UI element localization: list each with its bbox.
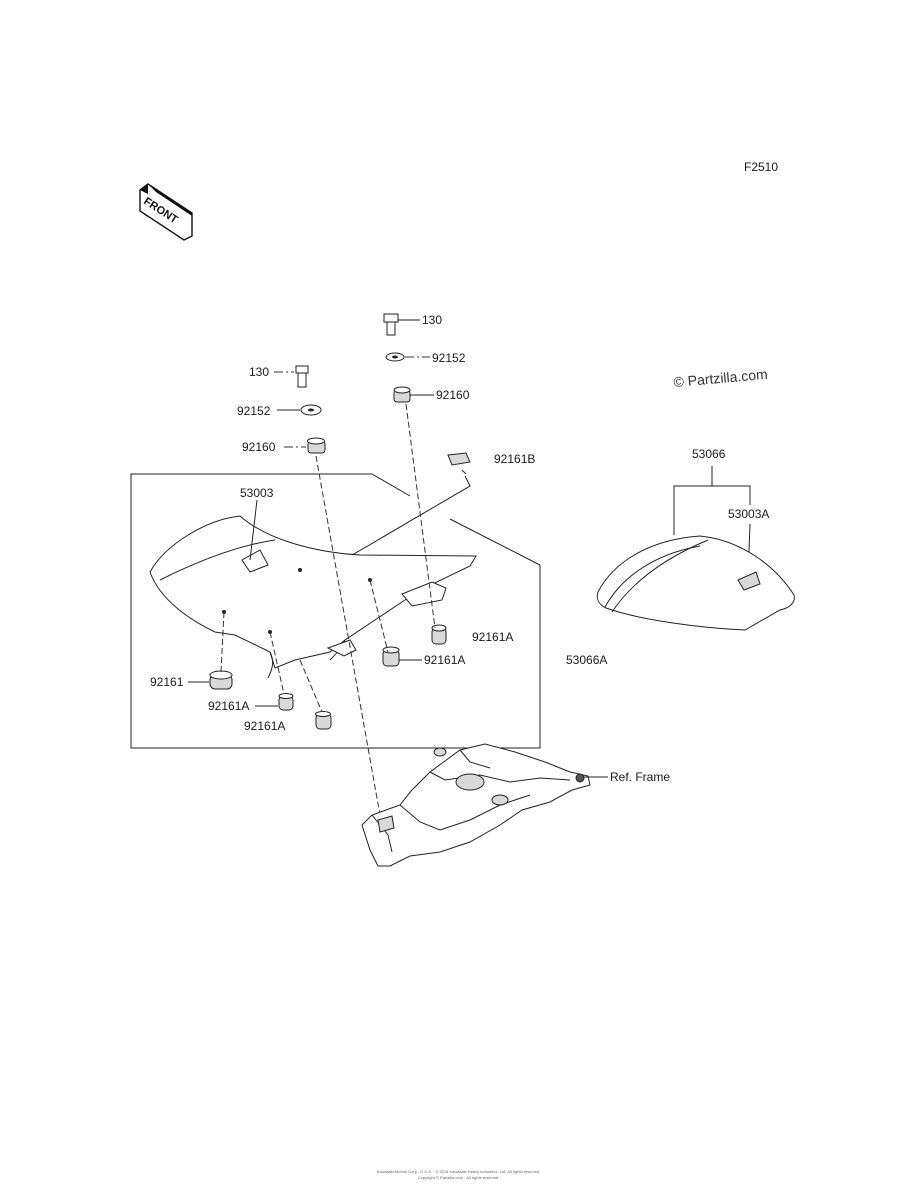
partzilla-watermark: © Partzilla.com [673,366,768,390]
label-seat-main: 53003 [240,486,274,500]
label-ref-frame: Ref. Frame [610,770,670,784]
footer-line-1: Kawasaki Motors Corp., U.S.A. · © 2018 K… [377,1169,540,1174]
label-damper-big: 92161 [150,675,184,689]
seat-assy-bracket [130,473,541,749]
label-bolt-left: 130 [249,365,269,379]
damper-92161-large [188,670,233,690]
washer-92152-right [385,352,430,362]
footer-line-2: Copyright © Partzilla.com · All rights r… [418,1175,499,1180]
label-damper-bottom-a: 92161A [208,699,249,713]
label-damper-mid: 92161A [424,653,465,667]
damper-92161a-mid-right [431,624,447,645]
clip-92161b [447,452,471,475]
label-damper-mid-right: 92161A [472,630,513,644]
figure-code: F2510 [744,160,778,174]
label-seat-assy-rear: 53066 [692,447,726,461]
main-seat [149,515,477,679]
damper-92161a-bottom-b [315,711,332,730]
damper-92160-right [393,386,434,403]
bolt-130-right [383,313,420,336]
damper-92161a-mid [382,646,422,667]
label-seat-assy-front: 53066A [566,653,607,667]
washer-92152-left [277,404,322,416]
label-damper-bottom-b: 92161A [244,719,285,733]
bolt-130-left [274,365,309,388]
label-washer-right: 92152 [432,351,466,365]
label-damper-left: 92160 [242,440,276,454]
label-washer-left: 92152 [237,404,271,418]
label-clip-top: 92161B [494,452,535,466]
label-damper-right: 92160 [436,388,470,402]
frame [361,743,591,867]
label-bolt-right: 130 [422,313,442,327]
rear-seat [596,535,795,631]
damper-92160-left [284,437,326,454]
damper-92161a-bottom-a [255,693,294,711]
front-arrow-icon: FRONT [139,183,193,241]
label-seat-rear: 53003A [728,507,769,521]
